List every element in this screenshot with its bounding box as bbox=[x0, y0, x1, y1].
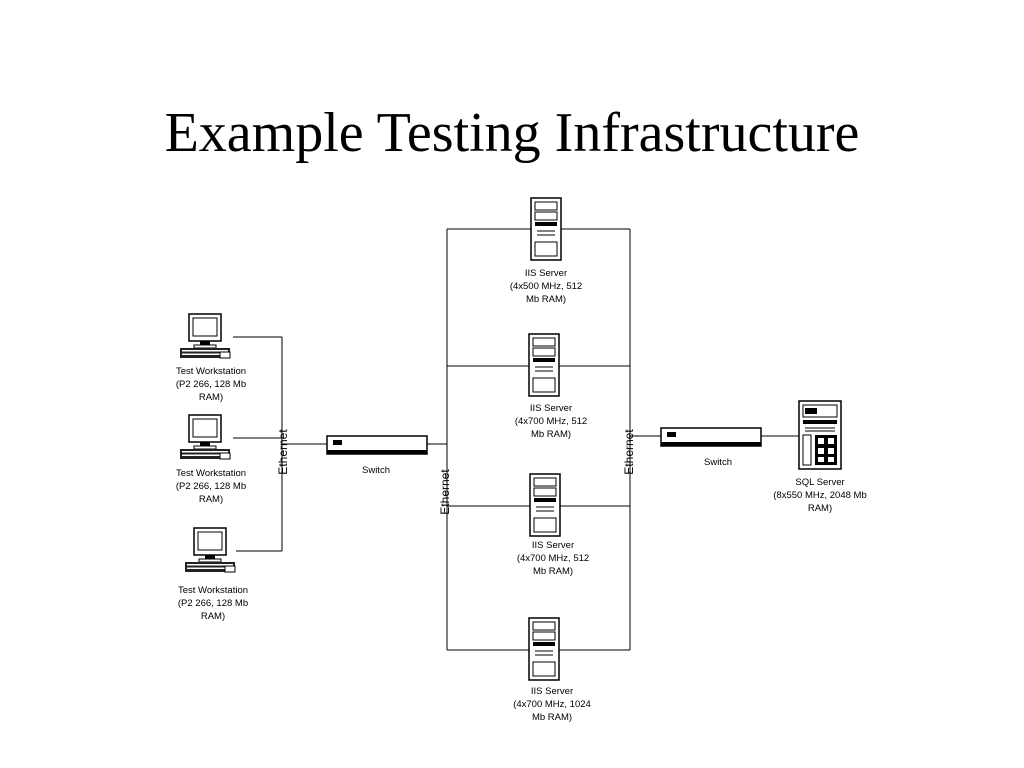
workstation-spec: (P2 266, 128 Mb bbox=[176, 379, 246, 390]
iis-server-spec: (4x700 MHz, 512 bbox=[517, 553, 589, 564]
sql-server-rack-icon bbox=[798, 400, 842, 470]
workstation-icon bbox=[184, 527, 236, 573]
iis-server-name: IIS Server bbox=[531, 686, 573, 697]
sql-server-spec: RAM) bbox=[808, 503, 832, 514]
ethernet-label-right: Ethernet bbox=[622, 429, 636, 475]
iis-server-spec: Mb RAM) bbox=[526, 294, 566, 305]
workstation-spec: RAM) bbox=[201, 611, 225, 622]
workstation-2: Test Workstation (P2 266, 128 Mb RAM) bbox=[176, 414, 246, 505]
switch-right: Switch bbox=[660, 427, 762, 468]
switch-label: Switch bbox=[704, 457, 732, 468]
iis-server-spec: Mb RAM) bbox=[532, 712, 572, 723]
sql-server-name: SQL Server bbox=[795, 477, 844, 488]
iis-server-spec: Mb RAM) bbox=[531, 429, 571, 440]
sql-server: SQL Server (8x550 MHz, 2048 Mb RAM) bbox=[773, 400, 867, 514]
server-tower-icon bbox=[528, 617, 560, 681]
iis-server-spec: Mb RAM) bbox=[533, 566, 573, 577]
iis-server-name: IIS Server bbox=[532, 540, 574, 551]
server-tower-icon bbox=[528, 333, 560, 397]
workstation-spec: RAM) bbox=[199, 392, 223, 403]
workstation-3: Test Workstation (P2 266, 128 Mb RAM) bbox=[178, 527, 248, 622]
workstation-icon bbox=[179, 414, 231, 460]
workstation-spec: (P2 266, 128 Mb bbox=[178, 598, 248, 609]
iis-server-2: IIS Server (4x700 MHz, 512 Mb RAM) bbox=[515, 333, 587, 440]
switch-label: Switch bbox=[362, 465, 390, 476]
slide-title: Example Testing Infrastructure bbox=[164, 102, 860, 164]
iis-server-spec: (4x700 MHz, 1024 bbox=[513, 699, 591, 710]
switch-left: Switch bbox=[326, 435, 428, 476]
server-tower-icon bbox=[530, 197, 562, 261]
server-tower-icon bbox=[529, 473, 561, 537]
workstation-spec: (P2 266, 128 Mb bbox=[176, 481, 246, 492]
workstation-name: Test Workstation bbox=[176, 468, 246, 479]
workstation-icon bbox=[179, 313, 231, 359]
switch-icon bbox=[326, 435, 428, 455]
ethernet-label-left: Ethernet bbox=[276, 429, 290, 475]
iis-server-4: IIS Server (4x700 MHz, 1024 Mb RAM) bbox=[513, 617, 591, 723]
workstation-spec: RAM) bbox=[199, 494, 223, 505]
iis-server-spec: (4x700 MHz, 512 bbox=[515, 416, 587, 427]
iis-server-name: IIS Server bbox=[525, 268, 567, 279]
switch-icon bbox=[660, 427, 762, 447]
iis-server-3: IIS Server (4x700 MHz, 512 Mb RAM) bbox=[517, 473, 589, 577]
sql-server-spec: (8x550 MHz, 2048 Mb bbox=[773, 490, 866, 501]
iis-server-spec: (4x500 MHz, 512 bbox=[510, 281, 582, 292]
workstation-name: Test Workstation bbox=[176, 366, 246, 377]
workstation-name: Test Workstation bbox=[178, 585, 248, 596]
iis-server-name: IIS Server bbox=[530, 403, 572, 414]
ethernet-label-middle: Ethernet bbox=[438, 469, 452, 515]
iis-server-1: IIS Server (4x500 MHz, 512 Mb RAM) bbox=[510, 197, 582, 305]
workstation-1: Test Workstation (P2 266, 128 Mb RAM) bbox=[176, 313, 246, 403]
